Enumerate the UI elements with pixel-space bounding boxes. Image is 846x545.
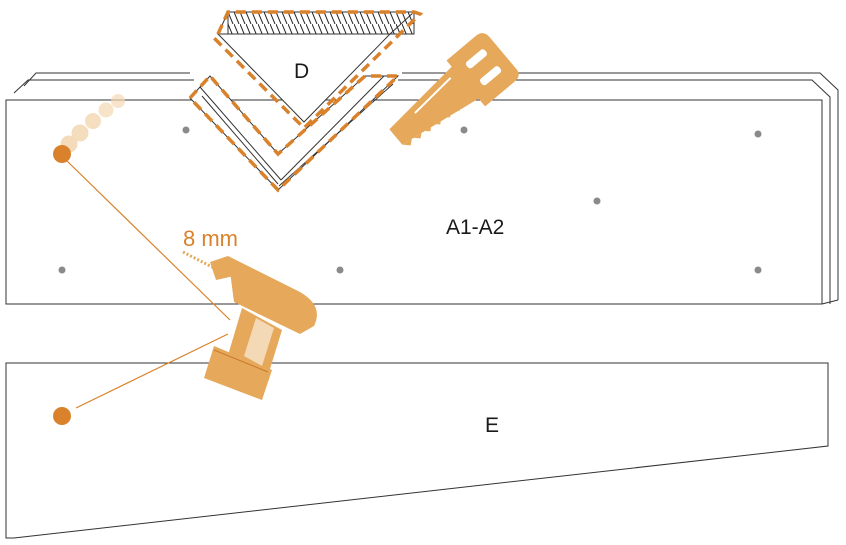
hand-saw-icon: [389, 33, 519, 146]
screw-hole: [460, 126, 468, 134]
screw-hole: [336, 266, 344, 274]
drill-size-label: 8 mm: [183, 226, 238, 251]
screw-holes: [58, 126, 762, 274]
drill-mark-top: [53, 145, 71, 163]
screw-hole: [754, 130, 762, 138]
board-e: [5, 362, 829, 539]
screw-hole: [58, 266, 66, 274]
label-e: E: [485, 414, 499, 437]
board-a1-a2: [5, 72, 839, 305]
leader-lines: [65, 159, 231, 409]
label-d: D: [294, 60, 309, 83]
drill-mark-bottom: [53, 407, 71, 425]
screw-hole: [593, 197, 601, 205]
piece-d: [210, 10, 424, 131]
power-drill-icon: [182, 250, 317, 400]
screw-hole: [754, 266, 762, 274]
v-notch-cut: [188, 73, 403, 193]
label-a1-a2: A1-A2: [446, 216, 504, 239]
screw-hole: [182, 126, 190, 134]
motion-trail: [60, 94, 125, 153]
